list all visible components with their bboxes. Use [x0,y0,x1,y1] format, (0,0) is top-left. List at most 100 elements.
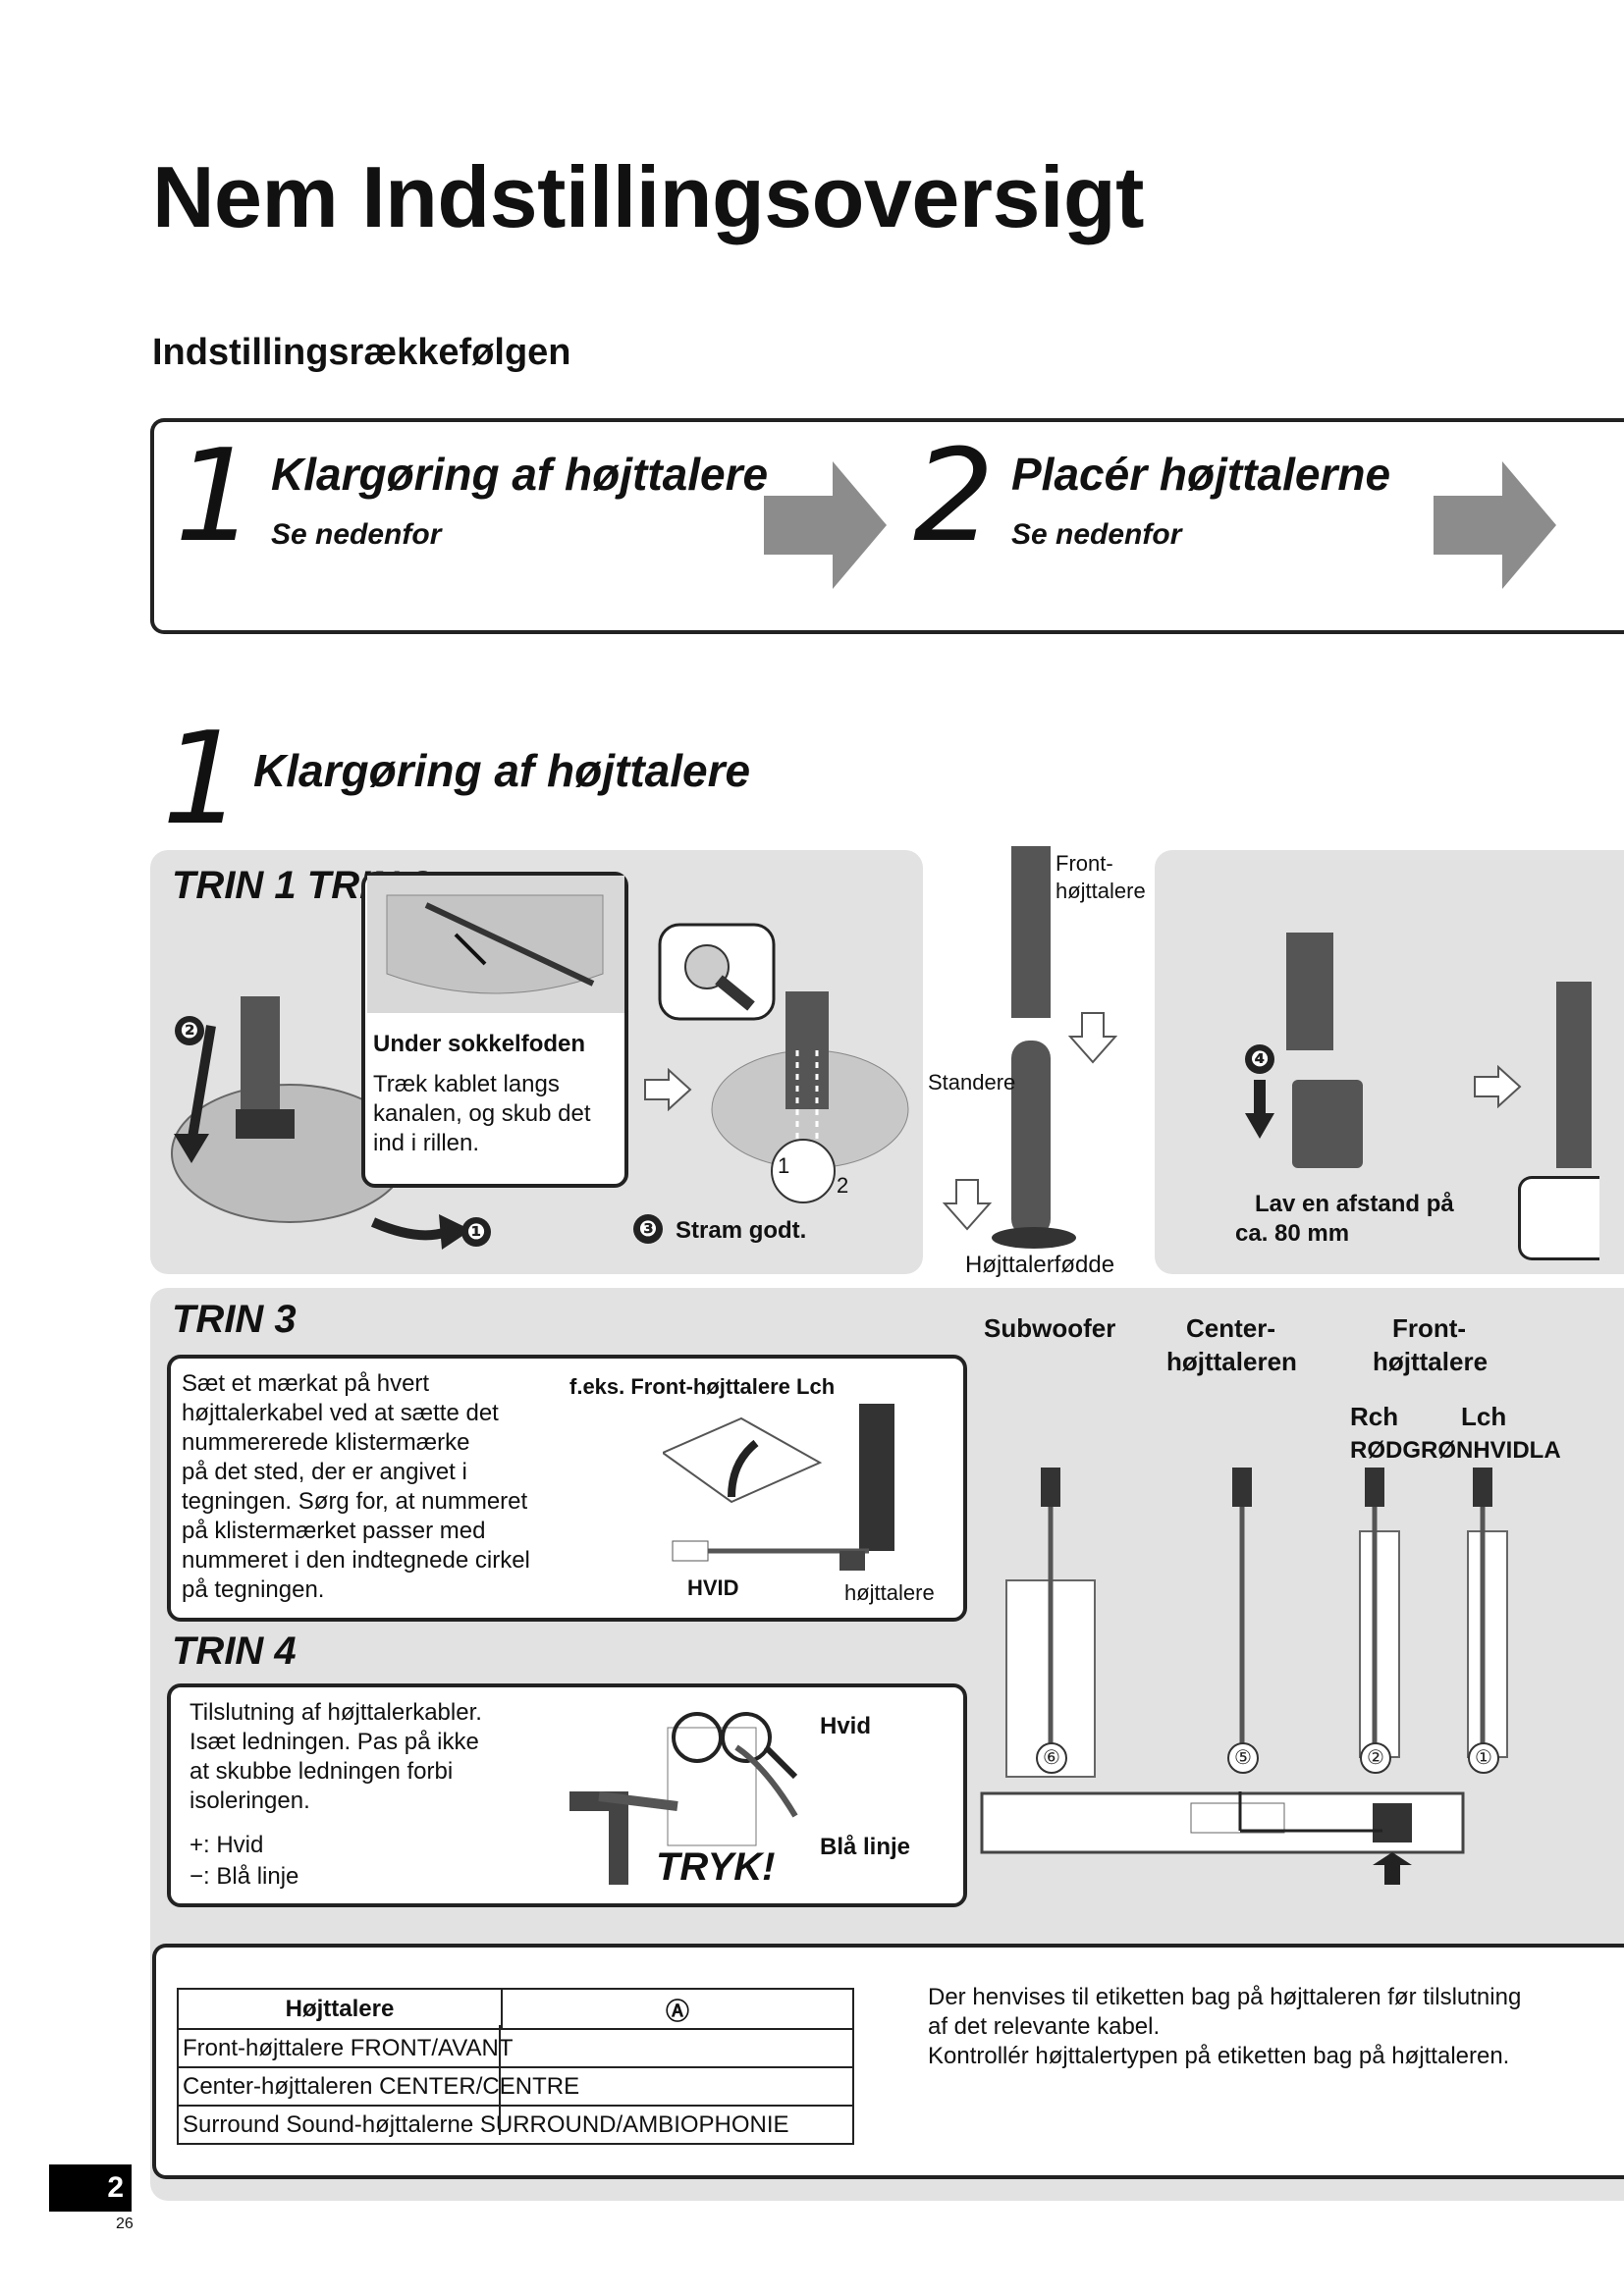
trin3-line-7: nummeret i den indtegnede cirkel [182,1547,530,1574]
note-line-3: Kontrollér højttalertypen på etiketten b… [928,2043,1510,2069]
table-cell: Surround Sound-højttalerne SURROUND/AMBI… [177,2105,854,2145]
table-cell: Front-højttalere FRONT/AVANT [177,2028,854,2068]
sequence-title-2: Placér højttalerne [1011,449,1391,500]
under-foot-line-3: ind i rillen. [373,1130,480,1156]
trin4-line-3: at skubbe ledningen forbi [189,1758,454,1785]
rch-label: Rch [1350,1402,1399,1431]
trin3-line-2: højttalerkabel ved at sætte det [182,1400,499,1426]
sequence-sub-2: Se nedenfor [1011,518,1182,551]
front-label-line-1: Front- [1056,851,1113,876]
table-cell: Center-højttaleren CENTER/CENTRE [177,2066,854,2107]
speaker-pole-cut [1556,982,1592,1168]
arrow-down-outline-icon [943,1179,992,1231]
subwoofer-label: Subwoofer [984,1313,1116,1343]
page-number: 2 [49,2164,132,2212]
front-speaker-top [1011,846,1051,1018]
page-title: Nem Indstillingsoversigt [152,148,1144,245]
screw-number-2: 2 [837,1173,849,1198]
arrow-right-outline-icon [1474,1065,1522,1108]
arrow-right-outline-icon [644,1068,692,1111]
cable-colors-label: RØDGRØNHVIDLA [1350,1437,1561,1464]
trin4-line-2: Isæt ledningen. Pas på ikke [189,1729,479,1755]
trin4-line-4: isoleringen. [189,1788,310,1814]
trin3-line-1: Sæt et mærkat på hvert [182,1370,430,1397]
trin4-blue-label: Blå linje [820,1834,911,1860]
pole-on-base-illustration [711,991,909,1169]
trin4-plus-line: +: Hvid [189,1832,264,1858]
badge-3: ❸ [633,1214,663,1244]
sequence-number-2: 2 [913,421,995,570]
arrow-curve-icon [370,1214,471,1250]
arrow-right-icon [764,461,887,589]
speaker-pole-illustration [1286,933,1333,1050]
note-line-1: Der henvises til etiketten bag på højtta… [928,1984,1522,2010]
speaker-table: Højttalere Ⓐ Front-højttalere FRONT/AVAN… [177,1988,854,2145]
terminal-press-illustration [569,1712,798,1885]
page-subnumber: 26 [116,2216,134,2232]
sequence-sub-1: Se nedenfor [271,518,442,551]
note-line-2: af det relevante kabel. [928,2013,1161,2040]
speaker-base-illustration [171,996,408,1223]
trin4-line-1: Tilslutning af højttalerkabler. [189,1699,482,1726]
trin4-minus-line: −: Blå linje [189,1863,299,1890]
arrow-down-outline-icon [1068,1012,1117,1064]
front-speakers-label-1: Front- [1392,1313,1467,1343]
trin3-example: f.eks. Front-højttalere Lch [569,1374,836,1399]
trin3-hvid-label: HVID [687,1575,739,1600]
table-row: Front-højttalere FRONT/AVANT [177,2028,854,2068]
sequence-number-1: 1 [175,421,256,570]
trin4-box [167,1683,967,1907]
trin3-line-4: på det sted, der er angivet i [182,1459,467,1485]
tighten-label: Stram godt. [676,1217,807,1244]
badge-2: ❷ [175,1016,204,1045]
screw-position-circle [771,1139,836,1203]
stands-label: Standere [928,1070,1016,1095]
table-column-divider [499,2025,501,2135]
main-unit-illustration [980,1791,1465,1885]
arrow-down-icon [1245,1080,1274,1139]
foot-underside-illustration [367,876,624,1013]
under-foot-line-1: Træk kablet langs [373,1071,560,1097]
table-header-speakers: Højttalere [177,1988,503,2030]
foot-label: Højttalerfødde [965,1252,1115,1278]
section-subtitle: Indstillingsrækkefølgen [152,332,571,373]
trin4-white-label: Hvid [820,1713,872,1739]
sticker-illustration [663,1404,894,1571]
speaker-foot [992,1227,1076,1249]
press-label: TRYK! [656,1845,776,1889]
lch-label: Lch [1461,1402,1507,1431]
trin3-line-5: tegningen. Sørg for, at nummeret [182,1488,528,1515]
trin3-line-8: på tegningen. [182,1576,325,1603]
under-foot-title: Under sokkelfoden [373,1031,586,1057]
trin4-label: TRIN 4 [172,1629,297,1673]
distance-line-1: Lav en afstand på [1255,1191,1454,1217]
screw-icon [658,923,776,1021]
badge-4: ❹ [1245,1044,1274,1074]
badge-1: ❶ [461,1217,491,1247]
sequence-title-1: Klargøring af højttalere [271,449,769,500]
table-row: Surround Sound-højttalerne SURROUND/AMBI… [177,2105,854,2145]
screw-detail-box [1518,1176,1599,1260]
under-foot-line-2: kanalen, og skub det [373,1100,591,1127]
trin3-line-3: nummererede klistermærke [182,1429,470,1456]
distance-line-2: ca. 80 mm [1235,1220,1350,1247]
speaker-number-1: ① [1468,1742,1499,1774]
center-label-line-2: højttaleren [1166,1347,1297,1376]
center-label-line-1: Center- [1186,1313,1276,1343]
table-header-row: Højttalere Ⓐ [177,1988,854,2030]
trin3-line-6: på klistermærket passer med [182,1518,486,1544]
speaker-number-6: ⑥ [1036,1742,1067,1774]
section-number: 1 [162,704,244,853]
speaker-cables-illustration [1005,1468,1508,1778]
front-label-line-2: højttalere [1056,879,1146,903]
trin3-label: TRIN 3 [172,1298,297,1341]
trin3-speakers-label: højttalere [844,1580,935,1605]
section-title: Klargøring af højttalere [253,745,751,796]
stand-socket-illustration [1292,1080,1363,1168]
speaker-number-5: ⑤ [1227,1742,1259,1774]
front-speakers-label-2: højttalere [1373,1347,1489,1376]
trin3-box [167,1355,967,1622]
sequence-box [150,418,1624,634]
table-header-a: Ⓐ [501,1988,854,2030]
speaker-number-2: ② [1360,1742,1391,1774]
